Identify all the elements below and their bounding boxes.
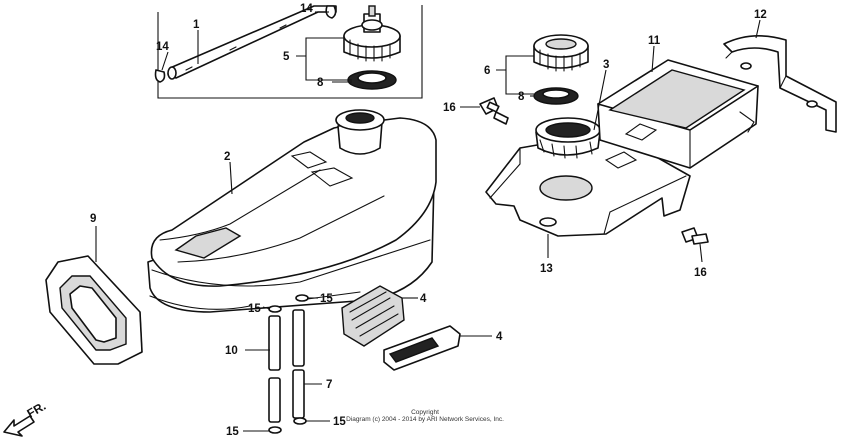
tube-clip-15-d [268,426,282,434]
bolt-upper [479,97,509,125]
copyright-line-2: Diagram (c) 2004 - 2014 by ARI Network S… [346,416,504,423]
callout-7: 7 [326,379,332,391]
tube-clip-15-a [268,305,282,313]
callout-9: 9 [90,213,96,225]
callout-15-d: 15 [226,426,239,438]
tank-bracket [723,35,837,133]
cap-gasket [533,87,579,105]
tank-cushion [45,255,143,365]
callout-8: 8 [518,91,525,103]
callout-14-inset-top: 14 [300,3,313,15]
callout-15-b: 15 [320,293,333,305]
callout-2: 2 [224,151,230,163]
callout-15-c: 15 [333,416,346,428]
callout-4-lower: 4 [496,331,503,343]
cap-gasket-inset [347,70,397,90]
inset-frame [157,5,423,99]
callout-12: 12 [754,9,767,21]
fuel-tube-7-lower [292,369,305,419]
tube-clip-15-b [295,294,309,302]
bolt-lower [681,227,709,245]
fuel-tube-10-lower [268,377,281,423]
callout-4-upper: 4 [420,293,427,305]
callout-5: 5 [283,51,290,63]
fuel-tube-10-upper [268,315,281,371]
fuel-tube-7-upper [292,309,305,367]
tank-cushion-lower [383,325,461,371]
callout-6: 6 [484,65,490,77]
callout-3: 3 [603,59,609,71]
tube-clip-inset-top [325,5,337,19]
front-arrow-icon [3,415,35,437]
fuel-tank [147,109,437,313]
callout-13: 13 [540,263,553,275]
tank-body [597,59,759,169]
copyright-line-1: Copyright [411,409,439,416]
tank-cushion-upper [341,285,405,347]
copyright-notice: Copyright Diagram (c) 2004 - 2014 by ARI… [305,409,545,423]
fuel-cap-vent [343,5,401,62]
leader-lines [95,11,761,432]
callout-16-lower: 16 [694,267,707,279]
callout-1: 1 [193,19,200,31]
callout-15-a: 15 [248,303,261,315]
front-direction-indicator: FR. [3,399,48,437]
callout-16-upper: 16 [443,102,456,114]
callout-11: 11 [648,35,661,47]
callout-labels: 1 14 14 5 8 2 9 15 15 4 4 10 7 15 15 6 8… [90,3,767,438]
breather-tube [167,5,337,80]
tube-clip-inset-left [154,69,166,83]
callout-10: 10 [225,345,238,357]
callout-14-inset-left: 14 [156,41,169,53]
fuel-cap [533,34,589,72]
callout-8-inset: 8 [317,77,324,89]
